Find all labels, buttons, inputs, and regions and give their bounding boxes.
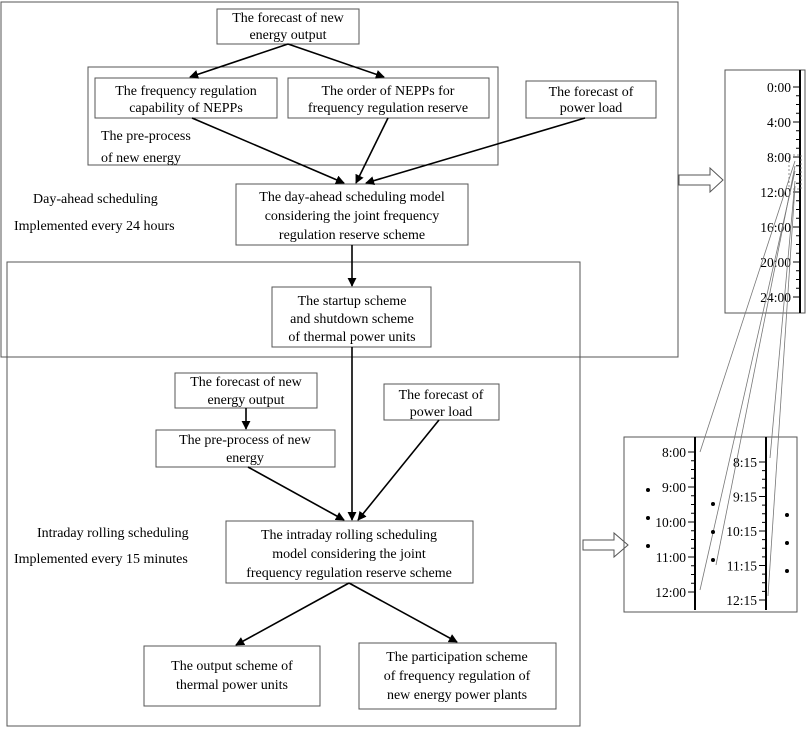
freq-capability-box: The frequency regulation capability of N… [94,77,278,119]
intra-forecast-new-energy-line1: The forecast of new [190,375,302,390]
day-to-timeline-arrow [678,166,724,194]
intraday-model-box: The intraday rolling scheduling model co… [225,520,474,584]
dot [785,541,789,545]
arrow-model-to-participation [348,582,458,643]
dot [711,530,715,534]
dot [785,513,789,517]
zoom-connectors [699,160,796,597]
dot [711,502,715,506]
arrow-order-to-model [355,117,389,184]
dot [785,569,789,573]
intraday-right-tick-label: 9:15 [733,490,757,505]
intraday-timeline-ticks: 8:00 9:00 10:00 11:00 12:00 8:15 9:15 10:15 11:1… [655,445,766,608]
connector-line [699,160,796,453]
arrow-forecast-to-order [287,43,385,79]
output-scheme-line2: thermal power units [176,678,288,693]
day-forecast-load-line2: power load [560,101,623,116]
intraday-period: Implemented every 15 minutes [14,552,188,567]
day-tick-label: 4:00 [767,115,791,130]
day-timeline-panel [724,69,806,314]
dot [646,488,650,492]
day-forecast-load-box: The forecast of power load [525,80,657,119]
day-ahead-model-box: The day-ahead scheduling model consideri… [235,183,469,246]
dot [646,516,650,520]
intra-forecast-load-line2: power load [410,405,473,420]
day-forecast-new-energy-line1: The forecast of new [232,11,344,26]
startup-line3: of thermal power units [288,330,415,345]
dot [711,558,715,562]
intraday-right-tick-label: 12:15 [726,593,757,608]
intraday-right-tick-label: 8:15 [733,455,757,470]
intra-forecast-new-energy-box: The forecast of new energy output [174,372,318,409]
arrow-preprocess-to-intraday-model [247,466,345,521]
intraday-left-tick-label: 12:00 [655,585,686,600]
participation-line2: of frequency regulation of [384,669,531,684]
intraday-to-timeline-arrow [582,531,629,559]
participation-scheme-box: The participation scheme of frequency re… [358,642,557,710]
connector-line [699,170,796,591]
intraday-model-line3: frequency regulation reserve scheme [246,566,452,581]
intraday-right-tick-label: 11:15 [727,559,757,574]
participation-line1: The participation scheme [386,650,528,665]
intraday-left-tick-label: 10:00 [655,515,686,530]
participation-line3: new energy power plants [387,688,527,703]
day-forecast-load-line1: The forecast of [549,85,634,100]
intra-forecast-load-box: The forecast of power load [383,383,500,421]
arrow-capability-to-model [191,117,345,184]
arrow-forecast-to-capability [189,43,289,79]
intraday-label: Intraday rolling scheduling [37,526,189,541]
freq-capability-line2: capability of NEPPs [129,101,243,116]
order-neps-line2: frequency regulation reserve [308,101,468,116]
intraday-frame [6,261,581,727]
arrow-model-to-output [235,582,350,646]
day-ahead-label: Day-ahead scheduling [33,192,158,207]
arrow-load-to-model [365,117,586,186]
order-neps-line1: The order of NEPPs for [322,84,455,99]
intraday-timeline-panel [623,436,798,613]
day-ahead-period: Implemented every 24 hours [14,219,175,234]
intra-preprocess-line2: energy [226,451,264,466]
startup-scheme-box: The startup scheme and shutdown scheme o… [271,286,432,348]
day-ahead-model-line3: regulation reserve scheme [279,228,425,243]
intraday-left-tick-label: 9:00 [662,480,686,495]
connector-line [769,180,796,459]
preprocess-frame [87,66,499,166]
intraday-model-line2: model considering the joint [272,547,426,562]
preprocess-label-line2: of new energy [101,151,181,166]
startup-line2: and shutdown scheme [290,312,414,327]
connector-line [715,165,796,566]
dot [646,544,650,548]
intraday-model-line1: The intraday rolling scheduling [261,528,437,543]
intra-preprocess-box: The pre-process of new energy [155,429,336,468]
intraday-left-tick-label: 8:00 [662,445,686,460]
intraday-right-tick-label: 10:15 [726,524,757,539]
day-tick-label: 0:00 [767,80,791,95]
preprocess-label-line1: The pre-process [101,129,191,144]
output-scheme-box: The output scheme of thermal power units [143,645,321,707]
intra-forecast-new-energy-line2: energy output [207,393,284,408]
order-neps-box: The order of NEPPs for frequency regulat… [287,77,490,119]
intra-forecast-load-line1: The forecast of [399,388,484,403]
day-ahead-frame [0,1,679,358]
connector-line [767,185,796,597]
arrow-load-to-intraday-model [357,419,440,521]
ellipsis-dots [646,488,789,573]
intraday-left-tick-label: 11:00 [656,550,686,565]
intra-preprocess-line1: The pre-process of new [179,433,312,448]
day-forecast-new-energy-box: The forecast of new energy output [216,8,360,45]
day-forecast-new-energy-line2: energy output [249,28,326,43]
day-tick-label: 16:00 [760,220,791,235]
day-ahead-model-line1: The day-ahead scheduling model [259,190,445,205]
day-tick-label: 8:00 [767,150,791,165]
startup-line1: The startup scheme [298,294,407,309]
day-ahead-model-line2: considering the joint frequency [265,209,440,224]
output-scheme-line1: The output scheme of [171,659,293,674]
freq-capability-line1: The frequency regulation [115,84,257,99]
